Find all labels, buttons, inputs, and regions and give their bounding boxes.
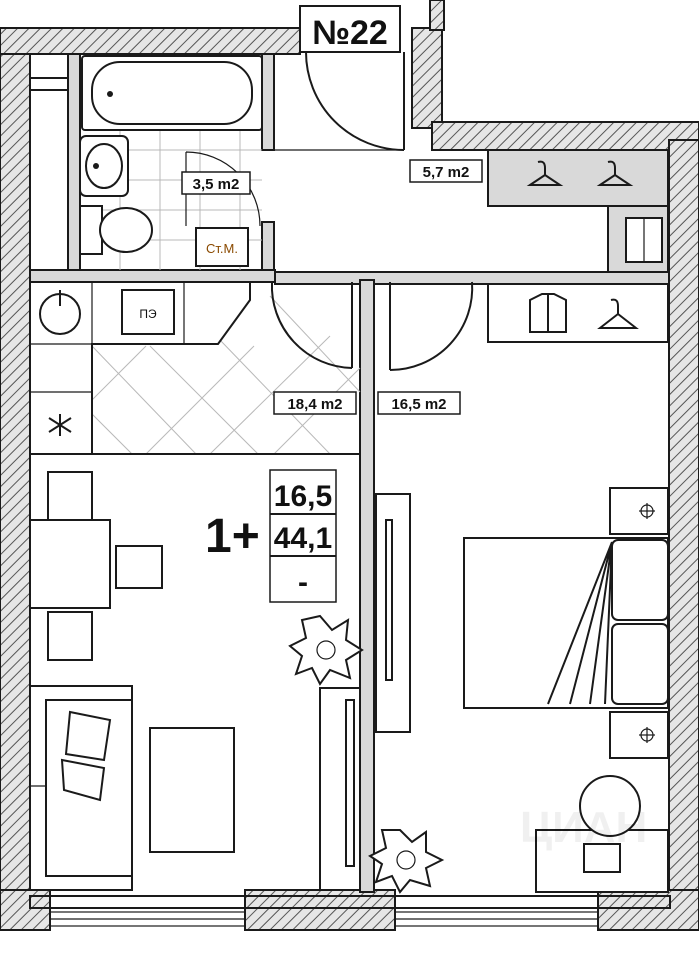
wardrobe bbox=[487, 283, 669, 343]
interior-walls bbox=[29, 53, 670, 893]
sink-basin bbox=[85, 143, 123, 189]
stove bbox=[121, 289, 175, 335]
apartment-summary: 1+ 16,5 44,1 - bbox=[205, 469, 337, 603]
pillow bbox=[64, 710, 112, 762]
storage bbox=[29, 89, 69, 271]
apartment-number-plate bbox=[299, 5, 401, 53]
hall: №22 5,7 m2 bbox=[274, 5, 663, 263]
toilet-bowl bbox=[99, 207, 153, 253]
fridge-icon bbox=[48, 414, 72, 436]
chair bbox=[47, 471, 93, 521]
dining-table bbox=[29, 519, 111, 609]
shelf bbox=[29, 53, 69, 79]
bathtub-basin bbox=[91, 61, 253, 125]
living-area bbox=[29, 471, 364, 891]
plant-icon bbox=[368, 829, 445, 894]
bedroom-area-label: 16,5 m2 bbox=[391, 396, 446, 413]
apartment-number: №22 bbox=[312, 14, 388, 52]
washing-machine-label: Ст.М. bbox=[206, 241, 238, 256]
windows bbox=[29, 895, 671, 927]
hanger-icon bbox=[597, 298, 639, 329]
hall-area-label: 5,7 m2 bbox=[423, 164, 470, 181]
bedroom: 16,5 m2 ЦИАН bbox=[368, 281, 669, 894]
coffee-table bbox=[149, 727, 235, 853]
bed-pillow bbox=[611, 539, 669, 621]
desk-lamp bbox=[583, 843, 621, 873]
kitchen-area-label: 18,4 m2 bbox=[287, 396, 342, 413]
hanger-icon bbox=[526, 160, 564, 186]
hanger-icon bbox=[596, 160, 634, 186]
living-area-value: 16,5 bbox=[274, 480, 332, 513]
blanket bbox=[547, 541, 613, 705]
watermark: ЦИАН bbox=[520, 803, 647, 852]
chair bbox=[115, 545, 163, 589]
toilet-tank bbox=[79, 205, 103, 255]
bed-pillow bbox=[611, 623, 669, 705]
stove-label: ПЭ bbox=[139, 307, 157, 321]
plant-icon bbox=[288, 614, 364, 686]
total-area-value: 44,1 bbox=[274, 522, 332, 555]
rooms-count: 1+ bbox=[205, 510, 260, 563]
shirt-icon bbox=[529, 293, 567, 333]
bathroom-area-label: 3,5 m2 bbox=[193, 176, 240, 193]
desk-chair bbox=[579, 775, 641, 837]
kitchen: ПЭ 18,4 m2 bbox=[29, 281, 361, 455]
chair bbox=[47, 611, 93, 661]
pillow bbox=[60, 758, 106, 802]
washing-machine bbox=[195, 227, 249, 267]
bathroom: Ст.М. 3,5 m2 bbox=[29, 53, 263, 271]
summary-third-value: - bbox=[298, 566, 308, 599]
outer-walls bbox=[0, 0, 699, 931]
